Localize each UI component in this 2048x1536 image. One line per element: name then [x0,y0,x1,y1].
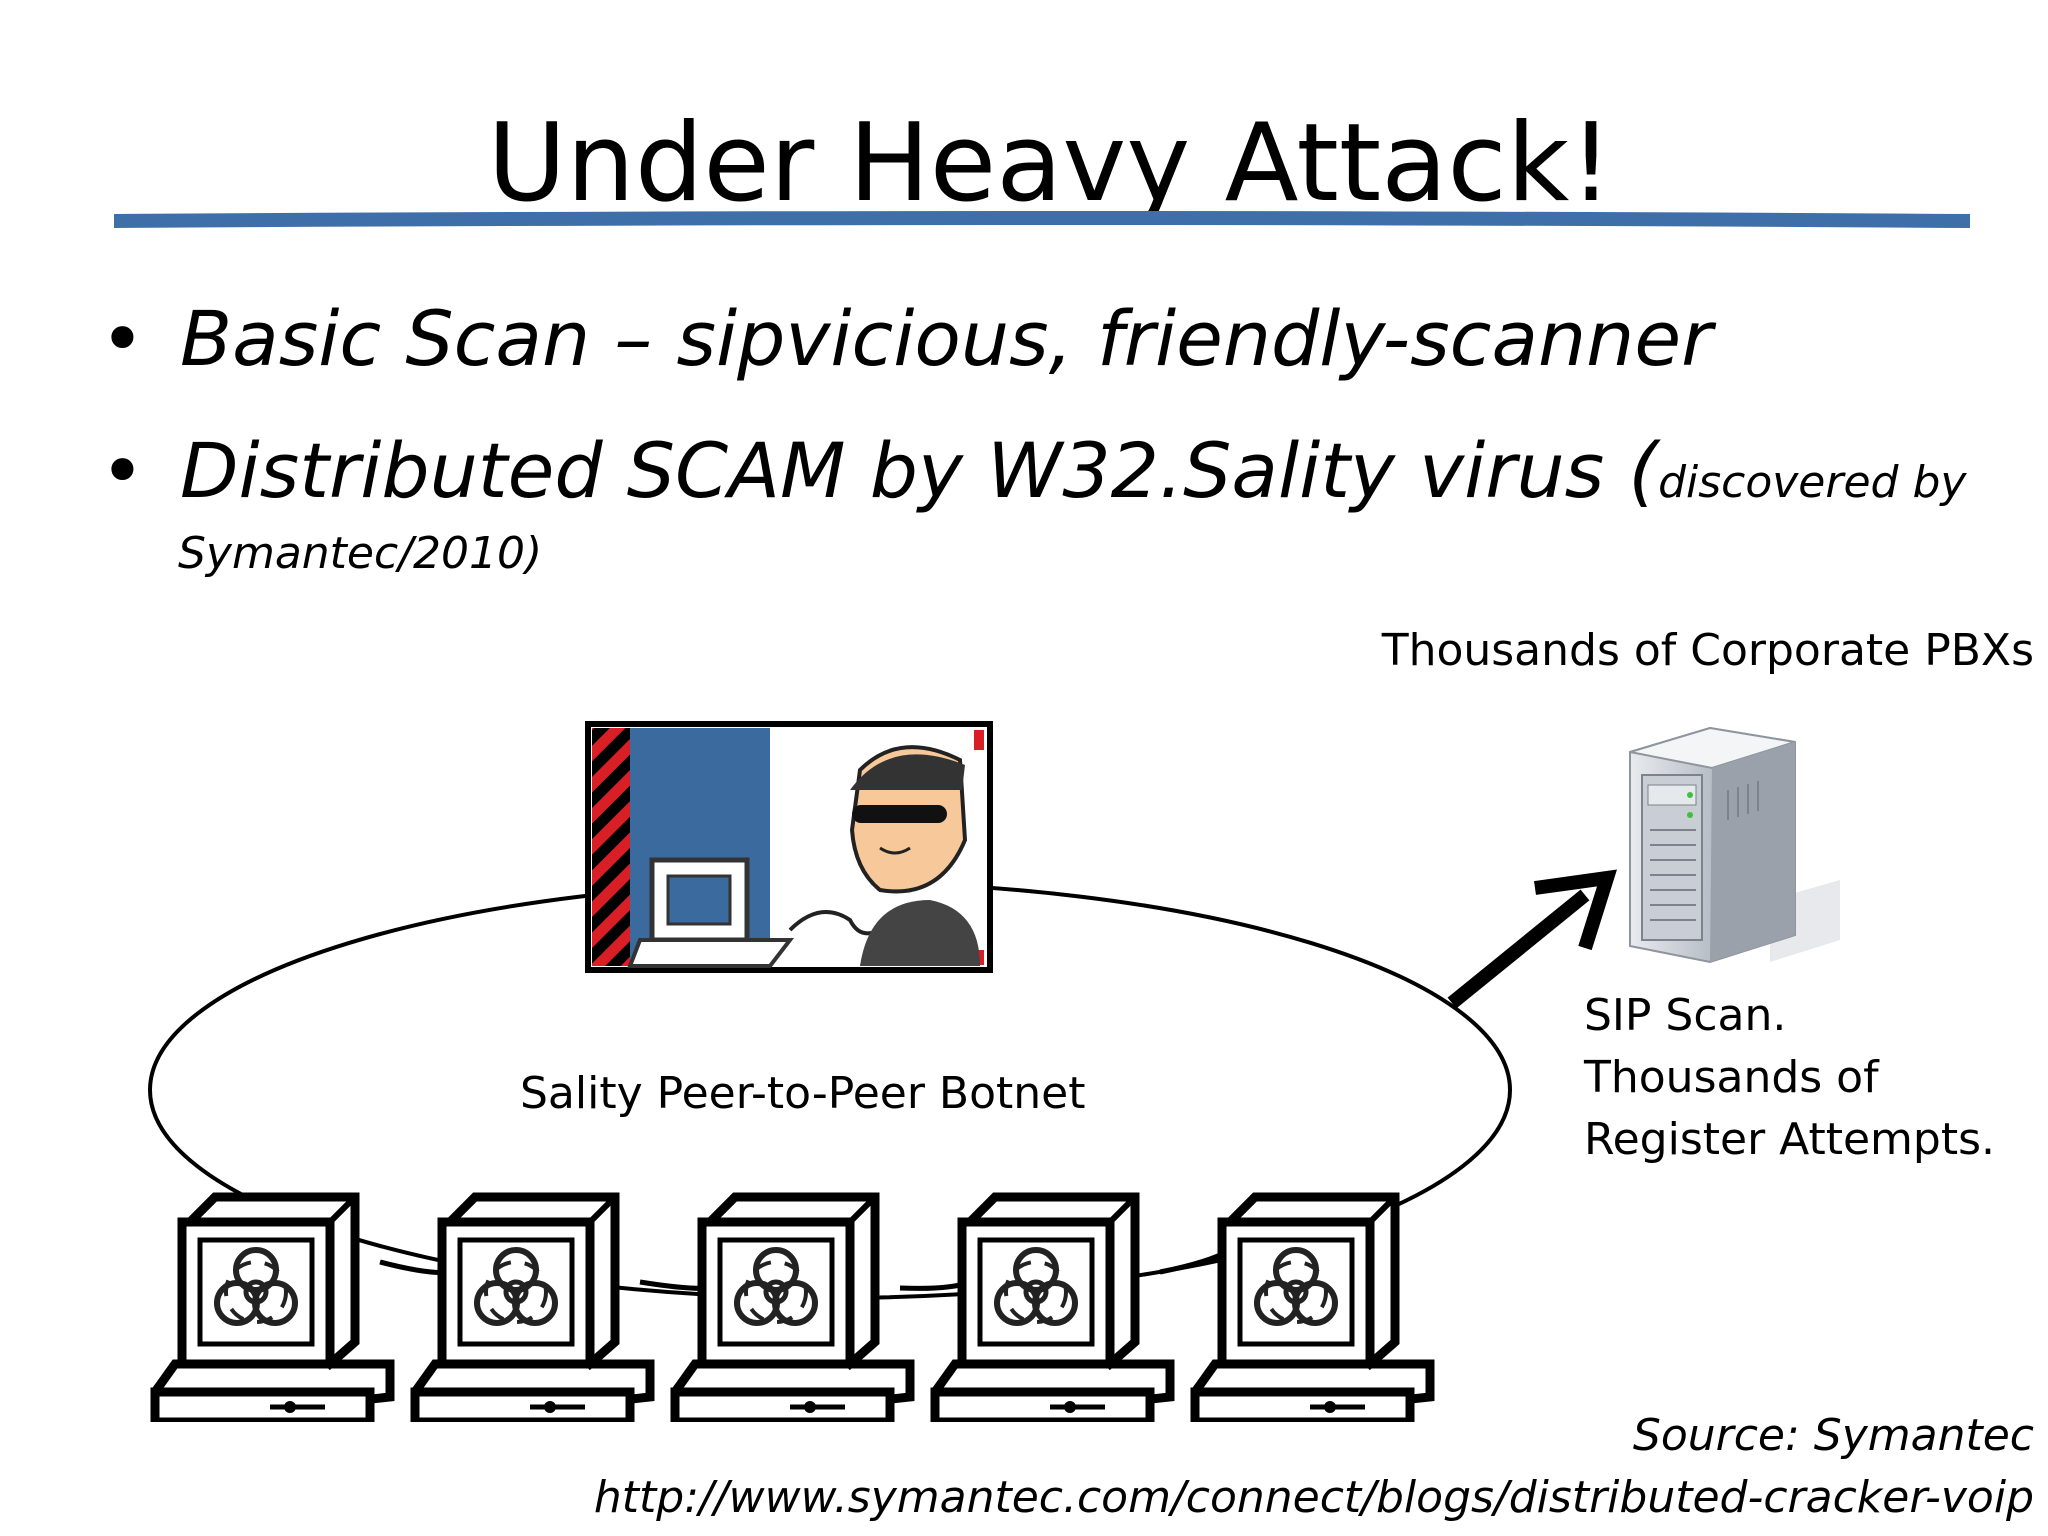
bullet-continuation: Symantec/2010) [178,528,543,579]
source-url[interactable]: http://www.symantec.com/connect/blogs/di… [593,1472,2034,1523]
bullet-text-wrapper: Distributed SCAM by W32.Sality virus (di… [180,428,1966,526]
botnet-links [379,1247,1232,1291]
bullet-dot: • [100,294,145,383]
bullet-text: Distributed SCAM by W32.Sality virus ( [180,426,1659,515]
server-icon [1629,726,1840,964]
botnet-label: Sality Peer-to-Peer Botnet [520,1068,1086,1119]
bullet-dot: • [100,426,145,515]
pbx-label: Thousands of Corporate PBXs [1381,625,2034,676]
infected-computer-icon [155,1197,390,1422]
infected-computer-icon [415,1197,650,1422]
hacker-icon [585,721,993,973]
slide-title: Under Heavy Attack! [487,101,1613,226]
title-underline [114,211,1970,228]
source-credit: Source: Symantec [1632,1410,2034,1461]
bullet-text: Basic Scan – sipvicious, friendly-scanne… [180,294,1713,383]
sip-scan-label: SIP Scan. Thousands of Register Attempts… [1584,990,1995,1165]
infected-computer-icon [675,1197,910,1422]
infected-computer-icon [935,1197,1170,1422]
infected-computer-icon [1195,1197,1430,1422]
bullet-small-suffix: discovered by [1658,457,1967,508]
arrow-icon [1447,869,1617,1009]
